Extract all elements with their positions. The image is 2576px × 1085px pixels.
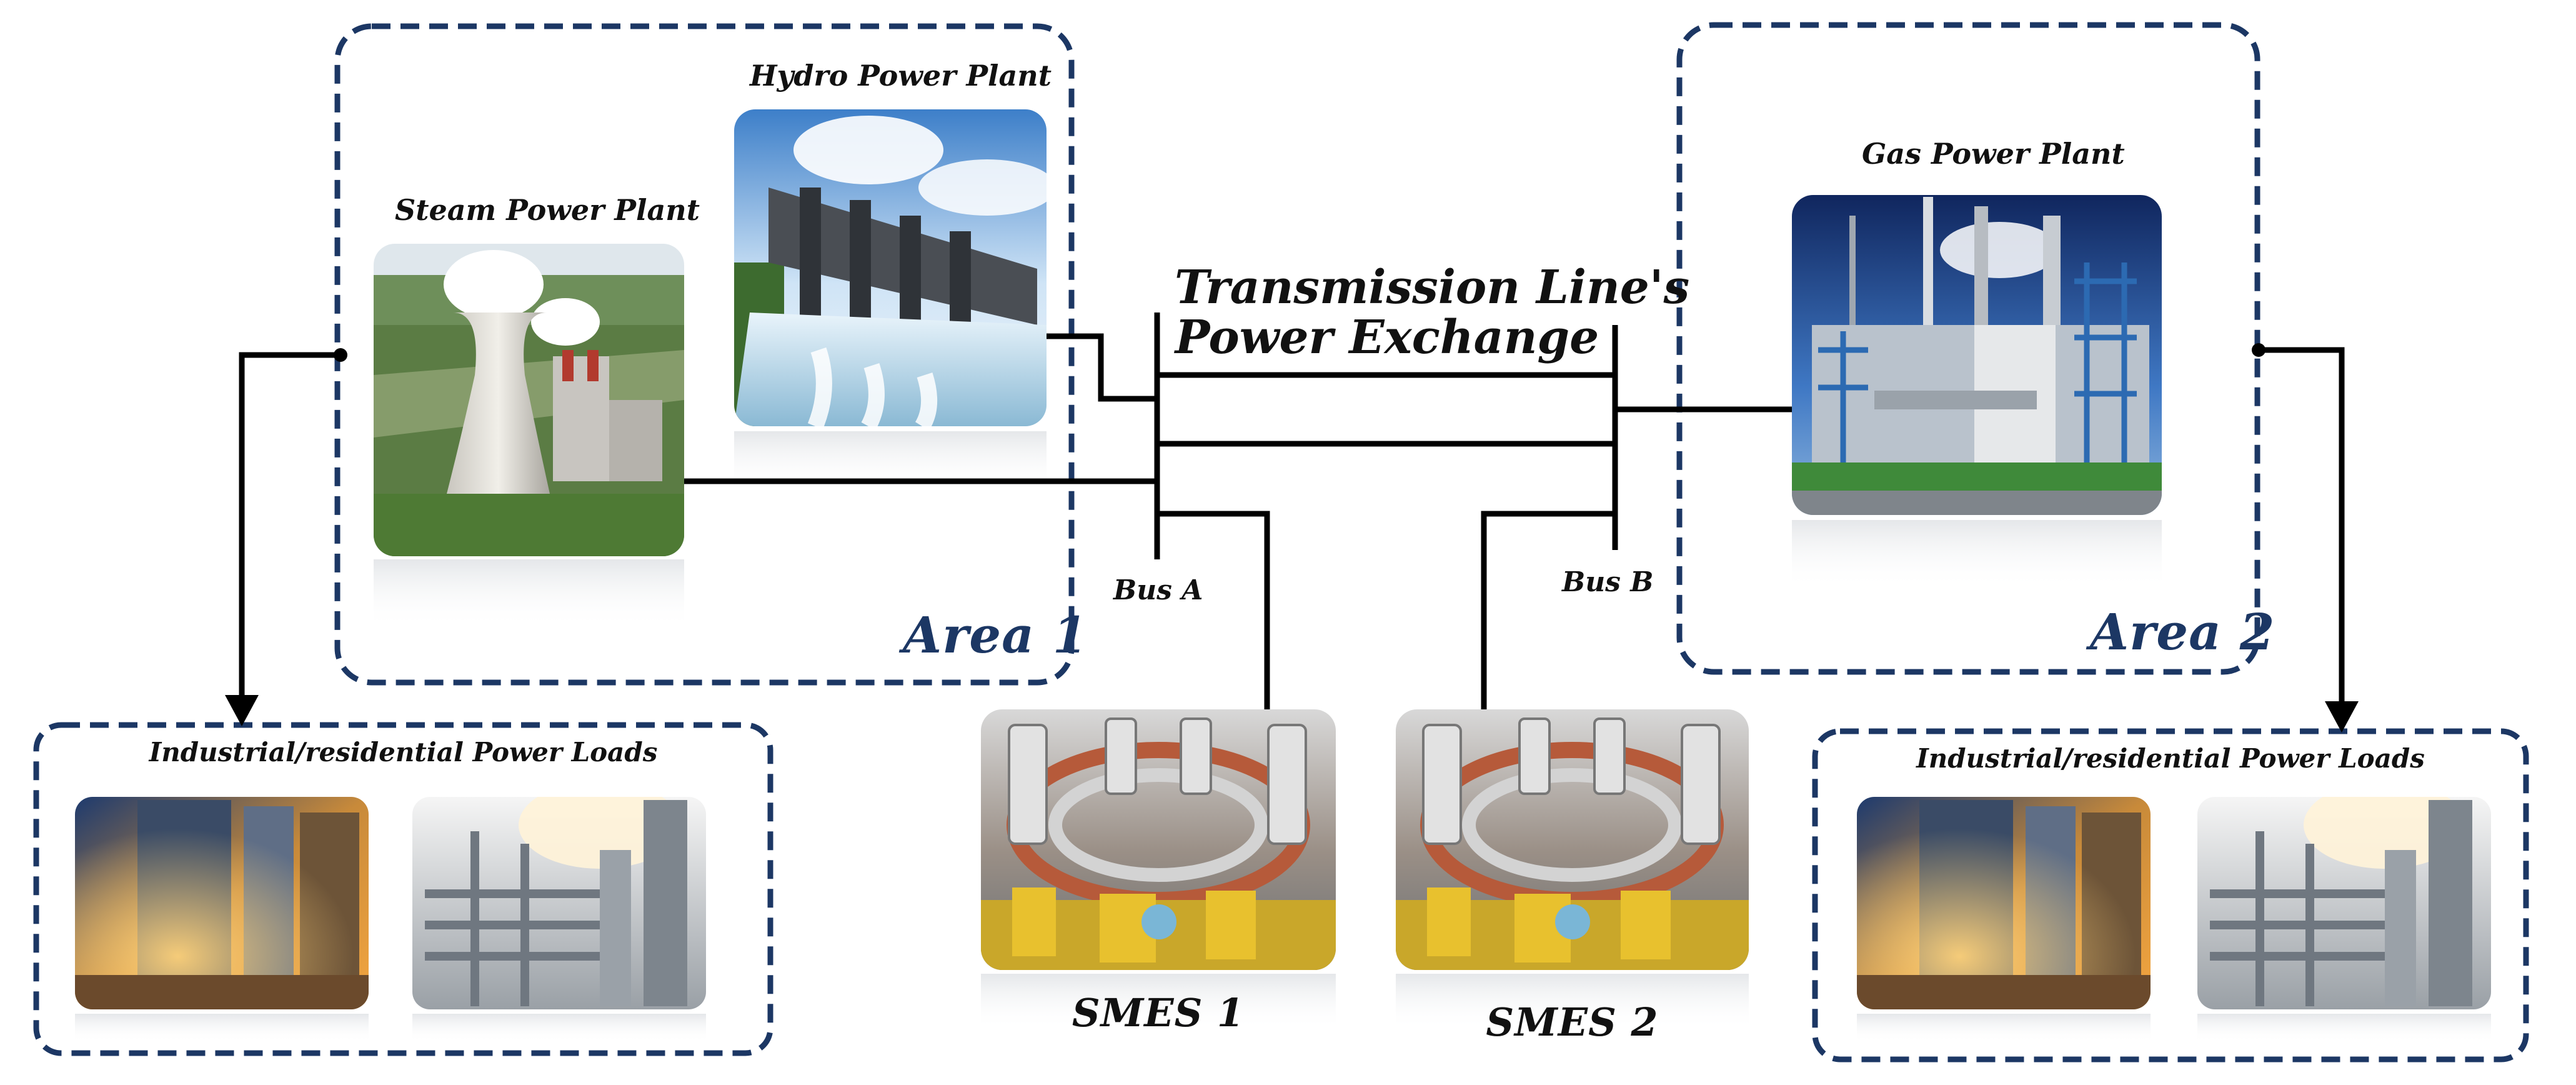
loads-left-label: Industrial/residential Power Loads <box>149 737 658 768</box>
load-left-industrial-image <box>412 797 706 1009</box>
smes2-image <box>1396 709 1749 970</box>
loads-left-box <box>33 722 773 1056</box>
hydro-label: Hydro Power Plant <box>750 59 1052 92</box>
transmission-title-line1: Transmission Line's <box>1175 261 1690 314</box>
area1-label: Area 1 <box>903 606 1088 664</box>
transmission-title-line2: Power Exchange <box>1175 311 1599 364</box>
load-left-feeder <box>239 352 341 700</box>
steam-plant-image <box>374 244 684 556</box>
smes2-reflection <box>1396 974 1749 1030</box>
smes1-feeder <box>1157 511 1270 709</box>
smes1-reflection <box>981 974 1336 1030</box>
gas-reflection <box>1792 520 2162 589</box>
area2-label: Area 2 <box>2090 602 2275 661</box>
load-reflections <box>75 1014 2491 1042</box>
hydro-feeder <box>1047 333 1157 402</box>
bus-b-label: Bus B <box>1562 566 1654 598</box>
gas-plant-image <box>1792 195 2162 515</box>
smes2-label: SMES 2 <box>1486 999 1659 1045</box>
loads-right-box <box>1812 728 2529 1062</box>
smes1-label: SMES 1 <box>1072 990 1245 1036</box>
hydro-plant-image <box>734 109 1047 426</box>
loads-right-label: Industrial/residential Power Loads <box>1916 743 2425 774</box>
load-right-city-image <box>1857 797 2151 1009</box>
steam-label: Steam Power Plant <box>395 193 700 227</box>
junction-dots <box>334 343 2265 362</box>
arrowheads <box>225 695 2359 732</box>
smes1-image <box>981 709 1336 970</box>
bus-a-label: Bus A <box>1113 574 1203 606</box>
network-lines <box>239 312 2345 709</box>
load-left-city-image <box>75 797 369 1009</box>
load-right-feeder <box>2259 347 2345 706</box>
arrow-left-load <box>225 695 259 726</box>
steam-reflection <box>374 559 684 628</box>
arrow-right-load <box>2325 701 2359 732</box>
smes2-feeder <box>1481 511 1615 709</box>
gas-label: Gas Power Plant <box>1862 137 2125 171</box>
load-right-industrial-image <box>2197 797 2491 1009</box>
